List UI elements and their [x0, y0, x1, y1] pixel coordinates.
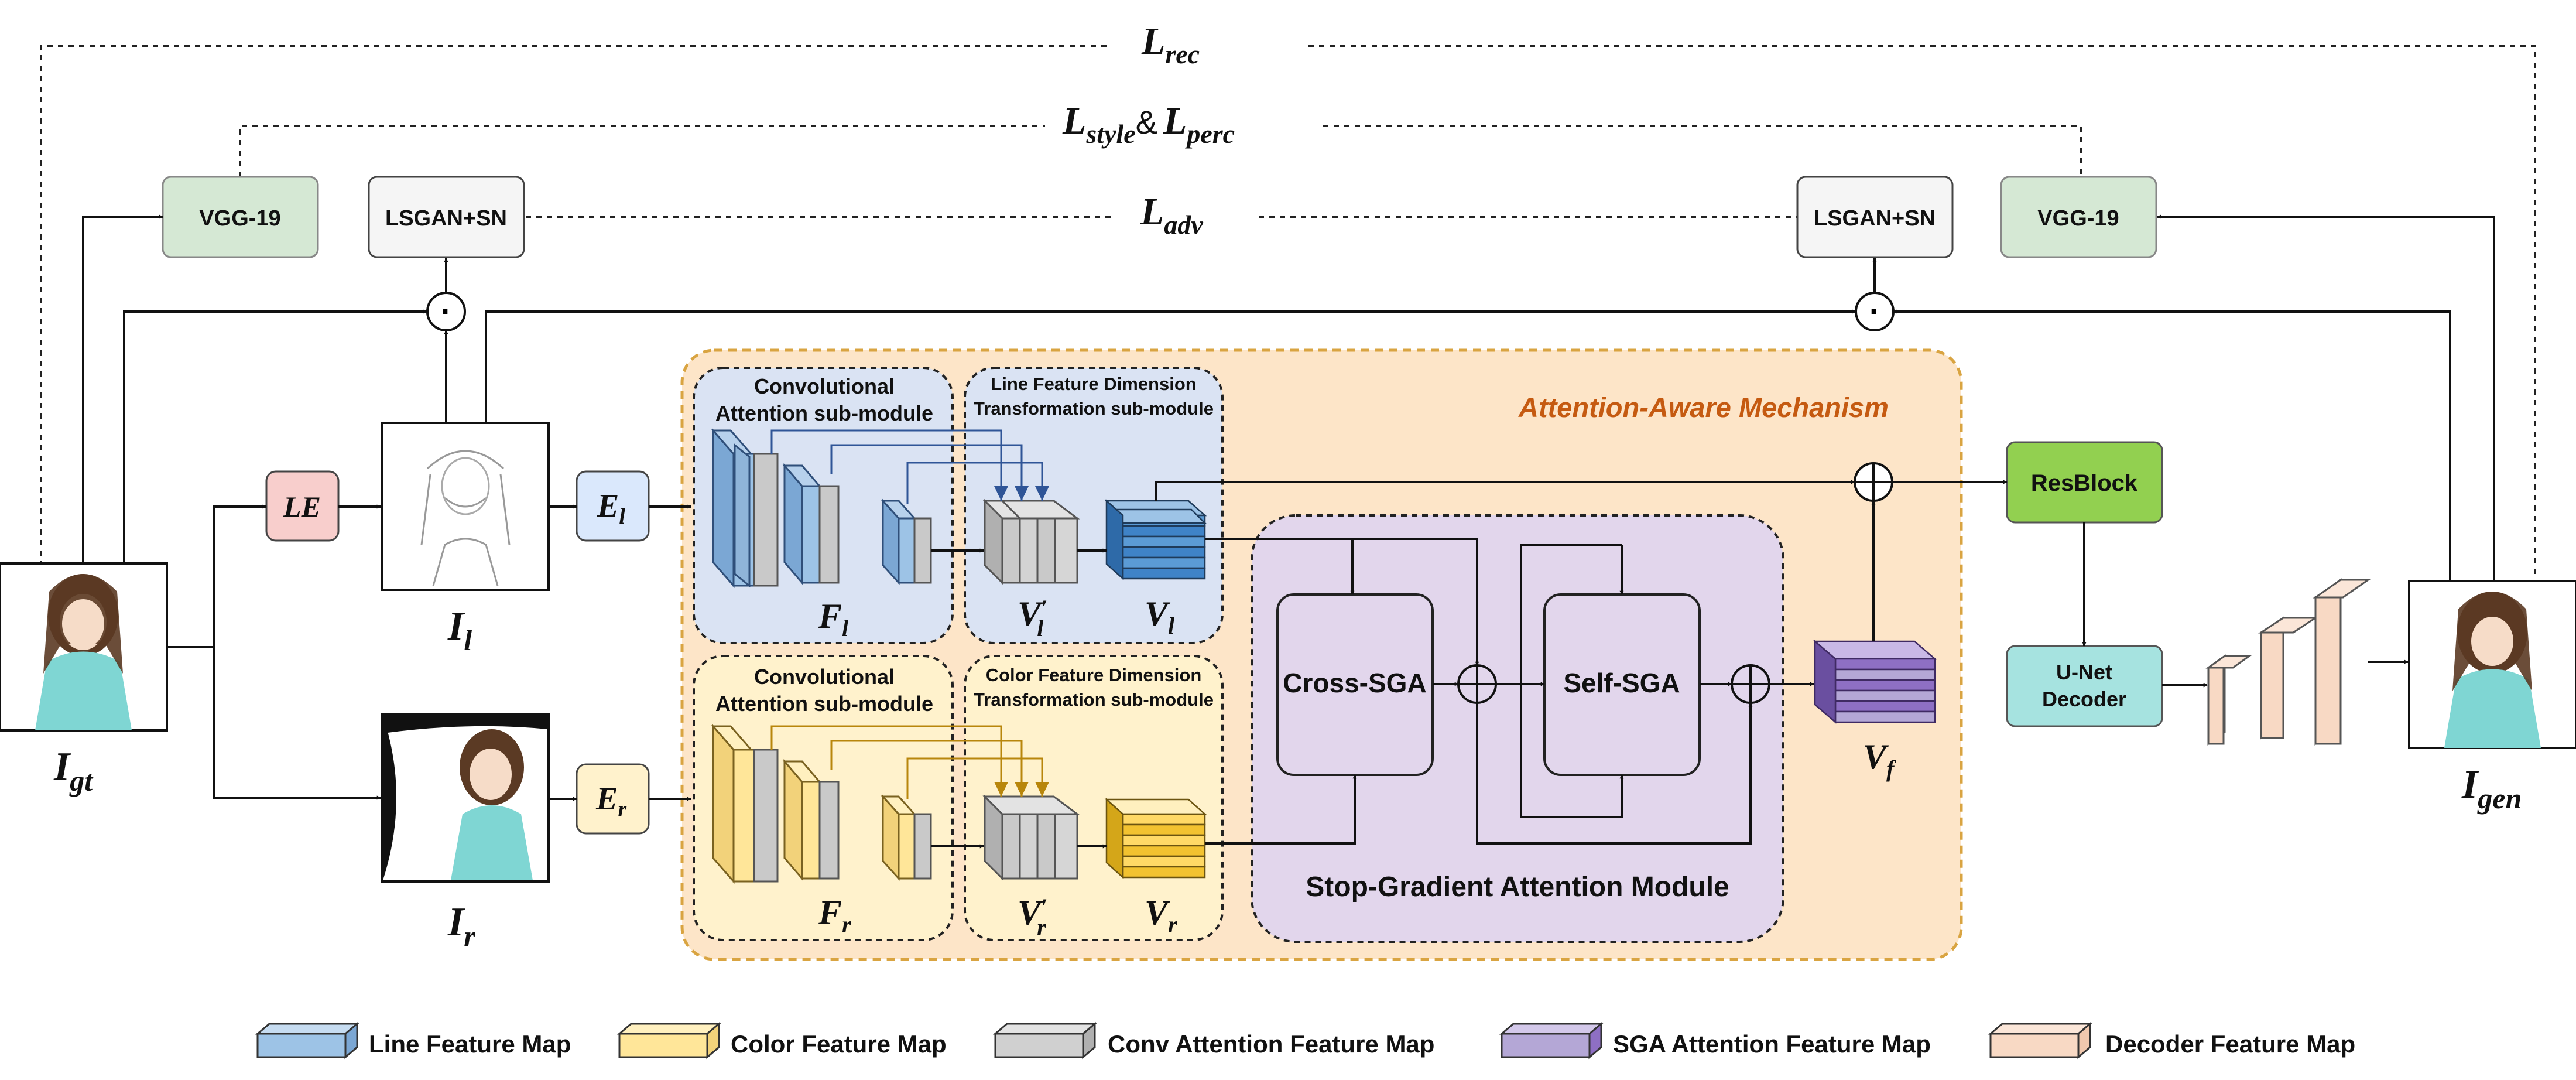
vr-prime-maps — [982, 794, 1080, 881]
image-il-label: Il — [447, 604, 472, 657]
decoder-feature-maps — [2205, 578, 2371, 746]
svg-text:Igt: Igt — [53, 744, 94, 797]
resblock-label: ResBlock — [2031, 470, 2138, 496]
lsgan-right-label: LSGAN+SN — [1814, 206, 1936, 231]
er-label: Er — [595, 781, 627, 822]
legend-item-color: Color Feature Map — [616, 1021, 947, 1060]
svg-text:Ir: Ir — [447, 900, 475, 952]
svg-text:Color Feature Map: Color Feature Map — [731, 1030, 947, 1058]
svg-text:Fr: Fr — [818, 893, 851, 938]
le-label: LE — [283, 490, 321, 523]
line-dim-title-1: Line Feature Dimension — [991, 374, 1196, 394]
svg-text:Er: Er — [595, 781, 627, 822]
svg-text:Vf: Vf — [1863, 737, 1896, 782]
vr-prime-label: V′r — [1018, 893, 1047, 940]
fl-label: Fl — [818, 597, 849, 641]
legend-item-sga: SGA Attention Feature Map — [1499, 1021, 1931, 1060]
lsgan-left-label: LSGAN+SN — [385, 206, 507, 231]
sum-node-2 — [1731, 664, 1770, 704]
self-sga-label: Self-SGA — [1563, 668, 1680, 698]
svg-text:El: El — [597, 488, 625, 529]
loss-style-perc-label: Lstyle&Lperc — [1062, 100, 1235, 149]
legend-item-line: Line Feature Map — [255, 1021, 571, 1060]
image-il-sketch — [381, 422, 550, 591]
line-dim-title-2: Transformation sub-module — [974, 398, 1214, 419]
vl-maps — [1104, 499, 1207, 580]
sum-node-3 — [1854, 462, 1893, 502]
svg-text:Decoder Feature Map: Decoder Feature Map — [2105, 1030, 2355, 1058]
vf-maps — [1813, 640, 1937, 724]
conv-att-top-title-1: Convolutional — [754, 374, 895, 398]
image-igt — [0, 562, 168, 732]
connection-lines — [82, 214, 2495, 849]
attention-aware-mechanism-title: Attention-Aware Mechanism — [1518, 392, 1889, 423]
dot-product-left-symbol: · — [441, 294, 451, 329]
svg-text:Lstyle&Lperc: Lstyle&Lperc — [1062, 100, 1235, 149]
svg-text:Igen: Igen — [2461, 762, 2522, 815]
color-dim-title-2: Transformation sub-module — [974, 689, 1214, 710]
fl-conv-maps — [753, 453, 932, 587]
vl-prime-label: V′l — [1018, 594, 1047, 641]
svg-text:Fl: Fl — [818, 597, 849, 641]
unet-decoder-box — [2006, 645, 2163, 727]
conv-att-bot-title-1: Convolutional — [754, 665, 895, 689]
svg-text:Il: Il — [447, 604, 472, 657]
loss-lines — [40, 45, 2536, 577]
svg-text:V′l: V′l — [1018, 594, 1047, 641]
vr-maps — [1104, 798, 1207, 879]
loss-adv-label: Ladv — [1140, 190, 1203, 240]
lsgan-right-box — [1796, 176, 1954, 258]
lsgan-left-box — [368, 176, 525, 258]
image-ir-label: Ir — [447, 900, 475, 952]
svg-text:Line Feature Map: Line Feature Map — [369, 1030, 571, 1058]
vl-label: Vl — [1145, 594, 1175, 639]
vf-label: Vf — [1863, 737, 1896, 782]
sum-node-1 — [1457, 664, 1497, 704]
legend: Line Feature Map Color Feature Map Conv … — [255, 1021, 2355, 1060]
svg-text:SGA Attention Feature Map: SGA Attention Feature Map — [1613, 1030, 1931, 1058]
vgg19-right-box — [2000, 176, 2157, 258]
legend-item-conv: Conv Attention Feature Map — [992, 1021, 1434, 1060]
unet-label-2: Decoder — [2042, 687, 2126, 711]
sga-module-title: Stop-Gradient Attention Module — [1306, 871, 1729, 903]
svg-text:Vl: Vl — [1145, 594, 1175, 639]
svg-text:Vr: Vr — [1145, 893, 1177, 938]
svg-text:Conv Attention Feature Map: Conv Attention Feature Map — [1108, 1030, 1434, 1058]
color-dim-title-1: Color Feature Dimension — [986, 665, 1202, 685]
vgg19-left-label: VGG-19 — [199, 206, 280, 231]
vgg19-right-label: VGG-19 — [2037, 206, 2119, 231]
vr-label: Vr — [1145, 893, 1177, 938]
el-label: El — [597, 488, 625, 529]
dot-product-right-symbol: · — [1869, 294, 1880, 329]
image-igt-label: Igt — [53, 744, 94, 797]
image-igen — [2408, 580, 2576, 749]
fr-conv-maps — [753, 749, 932, 883]
conv-att-bot-title-2: Attention sub-module — [715, 692, 933, 716]
image-ir — [381, 713, 550, 883]
svg-text:Lrec: Lrec — [1141, 20, 1200, 69]
legend-item-decoder: Decoder Feature Map — [1988, 1021, 2355, 1060]
unet-label-1: U-Net — [2056, 660, 2112, 684]
svg-text:Ladv: Ladv — [1140, 190, 1203, 240]
conv-att-top-title-2: Attention sub-module — [715, 401, 933, 425]
cross-sga-label: Cross-SGA — [1283, 668, 1426, 698]
vl-prime-maps — [982, 498, 1080, 585]
image-igen-label: Igen — [2461, 762, 2522, 815]
fr-label: Fr — [818, 893, 851, 938]
loss-rec-label: Lrec — [1141, 20, 1200, 69]
svg-text:V′r: V′r — [1018, 893, 1047, 940]
